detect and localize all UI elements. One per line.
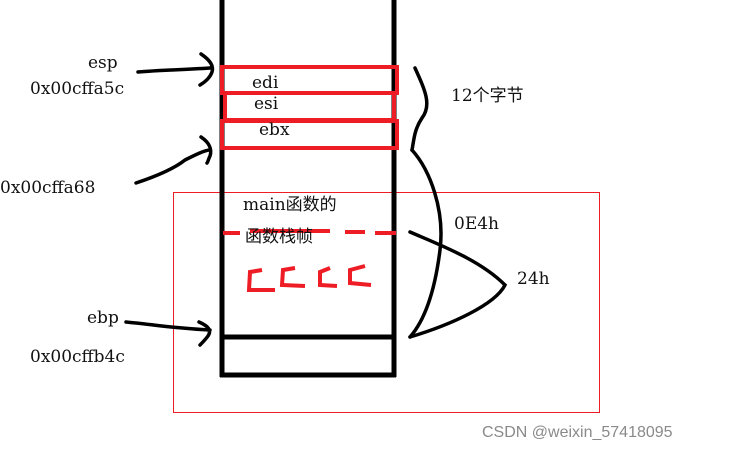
ebx-label: ebx [259,120,290,140]
brace-12-bytes [410,66,429,152]
register-slots [220,65,399,150]
ebp-arrow [124,320,212,347]
frame-region-outline [173,192,600,413]
cccc-fill-scribble [246,264,372,292]
frame-label-line2: 函数栈帧 [245,227,313,247]
size-24h-label: 24h [517,269,550,289]
bytes-12-label: 12个字节 [451,86,524,106]
stack-column [219,0,397,378]
ebx-addr-arrow [134,135,213,185]
slot-esi [223,91,396,122]
ebp-label: ebp [87,308,119,328]
ebp-address: 0x00cffb4c [30,347,125,367]
size-braces [408,66,508,339]
size-0e4h-label: 0E4h [454,214,499,234]
brace-24h [408,230,508,339]
frame-label-line1: main函数的 [243,195,337,215]
brace-0e4h [408,148,443,339]
watermark: CSDN @weixin_57418095 [482,424,673,441]
esi-label: esi [254,94,279,114]
slot-ebx [220,119,399,150]
ebx-address: 0x00cffa68 [0,178,96,198]
esp-label: esp [88,53,118,73]
esp-address: 0x00cffa5c [30,79,125,99]
edi-label: edi [252,73,279,93]
esp-arrow [136,52,215,87]
pointer-arrows [124,52,215,347]
frame-boundary-dashed [223,229,396,235]
slot-edi [220,65,399,95]
